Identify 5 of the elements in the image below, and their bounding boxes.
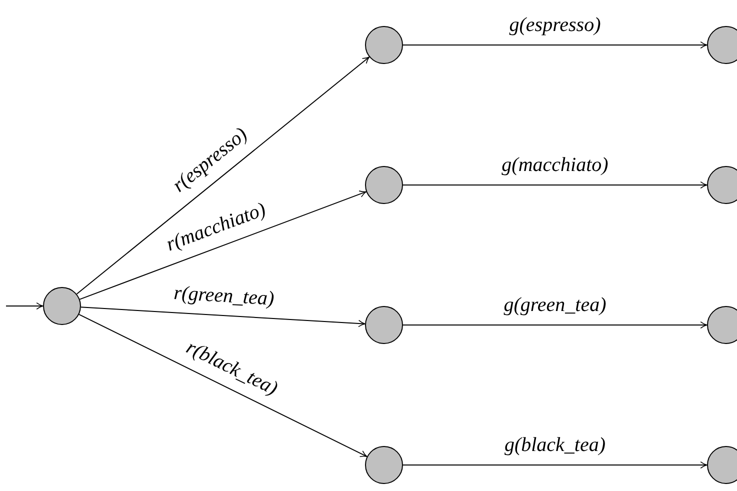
edge-label: r(green_tea) xyxy=(174,282,275,308)
edge-label: g(espresso) xyxy=(509,15,601,35)
edge-label: g(black_tea) xyxy=(504,435,606,455)
edge-label: g(green_tea) xyxy=(504,295,606,315)
edge-label: g(macchiato) xyxy=(502,155,608,175)
